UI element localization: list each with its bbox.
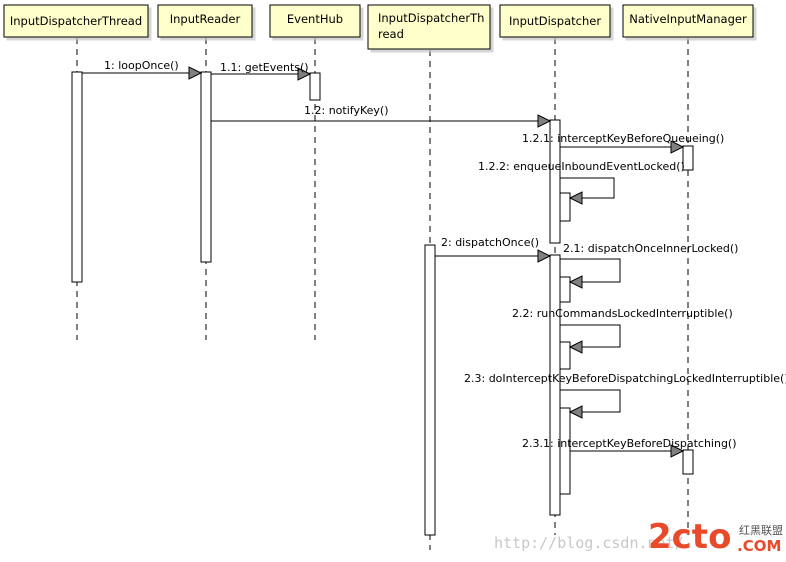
participant-input-reader: InputReader [157, 4, 253, 38]
message-label-run-commands: 2.2: runCommandsLockedInterruptible() [512, 307, 733, 320]
activation-self-enqueue [559, 192, 571, 222]
participant-native-input-manager: NativeInputManager [622, 4, 754, 38]
participant-label: EventHub [287, 12, 343, 26]
arrowhead [670, 140, 685, 154]
arrowhead [568, 275, 583, 289]
message-line-run-commands [560, 324, 621, 348]
arrowhead [297, 67, 312, 81]
message-label-get-events: 1.1: getEvents() [220, 61, 309, 74]
message-label-intercept-key-before-dispatching: 2.3.1: interceptKeyBeforeDispatching() [522, 437, 737, 450]
message-label-dispatch-once: 2: dispatchOnce() [441, 236, 539, 249]
activation-input-dispatcher-1 [549, 119, 561, 244]
site-logo: 2cto 红黑联盟 .COM [648, 517, 783, 557]
arrowhead [568, 405, 583, 419]
message-line-do-intercept [560, 389, 621, 413]
message-label-intercept-key-before-queueing: 1.2.1: interceptKeyBeforeQueueing() [522, 132, 724, 145]
activation-event-hub [309, 72, 321, 101]
arrowheads [188, 66, 685, 458]
activation-native-input-manager-1 [682, 145, 694, 171]
participant-input-dispatcher-thread: InputDispatcherThread [3, 4, 149, 38]
arrowhead [537, 249, 552, 263]
arrowhead [188, 66, 203, 80]
participant-input-dispatcher: InputDispatcher [499, 4, 611, 38]
message-lines [82, 72, 683, 452]
message-label-notify-key: 1.2: notifyKey() [304, 104, 388, 117]
participant-label: InputDispatcherThread [10, 14, 142, 28]
participant-input-dispatcher-thread-2: InputDispatcherTh read [367, 4, 491, 50]
arrowhead [568, 340, 583, 354]
participant-label: NativeInputManager [629, 12, 747, 26]
participant-label-line-1: InputDispatcherTh [378, 11, 484, 25]
arrowhead [670, 444, 685, 458]
activation-input-dispatcher-thread-2 [424, 244, 436, 536]
activation-input-dispatcher-2 [549, 254, 561, 516]
participants: InputDispatcherThread InputReader EventH… [3, 4, 754, 50]
message-label-enqueue-inbound: 1.2.2: enqueueInboundEventLocked() [478, 160, 685, 173]
message-label-loop-once: 1: loopOnce() [104, 59, 179, 72]
arrowhead [537, 114, 552, 128]
activations [71, 71, 694, 536]
message-labels: 1: loopOnce() 1.1: getEvents() 1.2: noti… [104, 59, 786, 450]
activation-input-dispatcher-thread [71, 71, 83, 283]
logo-com: .COM [737, 537, 781, 555]
activation-self-do-intercept [559, 407, 571, 495]
message-line-dispatch-once-inner [560, 258, 621, 283]
watermark-url: http://blog.csdn.net/ [494, 534, 684, 552]
message-label-dispatch-once-inner: 2.1: dispatchOnceInnerLocked() [563, 242, 738, 255]
message-label-do-intercept: 2.3: doInterceptKeyBeforeDispatchingLock… [464, 372, 786, 385]
watermark: http://blog.csdn.net/ 2cto 红黑联盟 .COM [494, 517, 783, 557]
participant-label: InputReader [170, 12, 241, 26]
activation-native-input-manager-2 [682, 449, 694, 475]
message-line-enqueue-inbound [560, 177, 615, 199]
activation-input-reader [200, 71, 212, 263]
activation-self-dispatch-once-inner [559, 276, 571, 303]
participant-label-line-2: read [378, 27, 404, 41]
logo-cn: 红黑联盟 [739, 524, 783, 537]
logo-main: 2cto [648, 517, 731, 557]
arrowhead [568, 191, 583, 205]
participant-label: InputDispatcher [509, 14, 601, 28]
activation-self-run-commands [559, 341, 571, 370]
participant-event-hub: EventHub [269, 4, 361, 38]
